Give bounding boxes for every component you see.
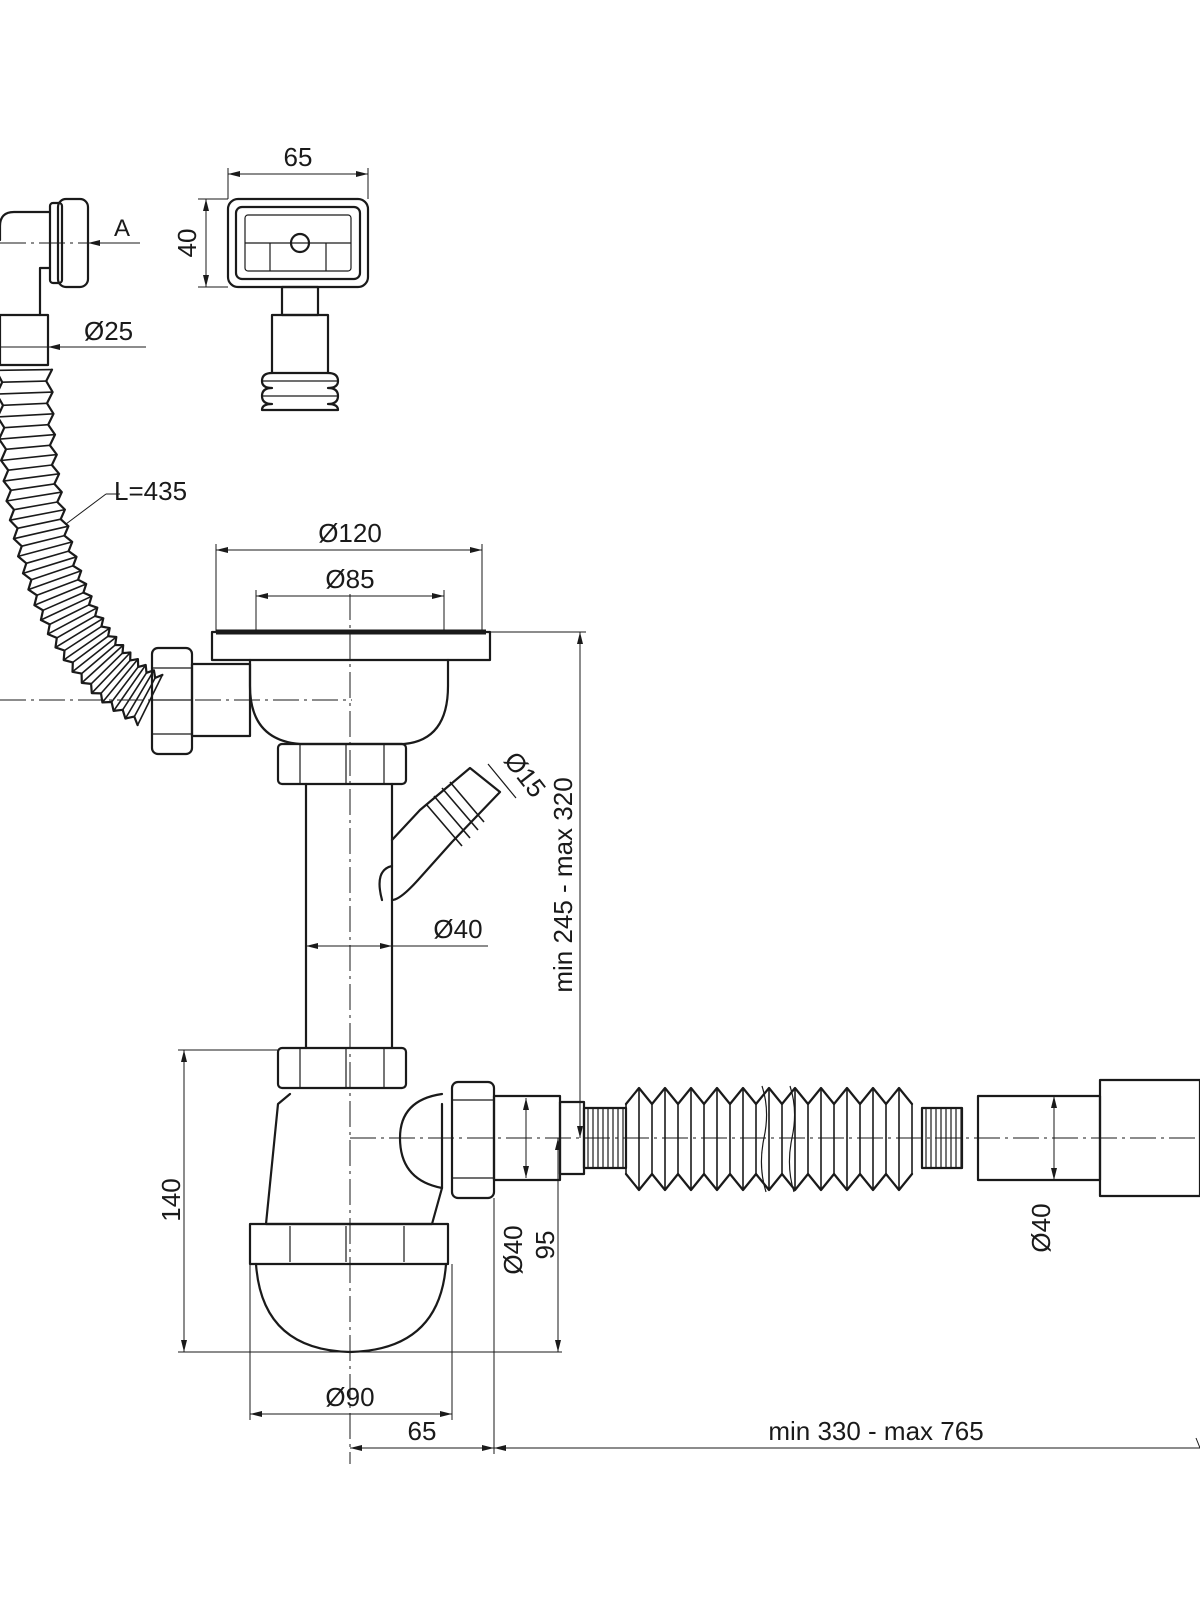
hose-rib xyxy=(8,464,52,471)
hose-rib xyxy=(2,380,47,383)
drain-edge-bottom xyxy=(624,1172,914,1192)
break-mark xyxy=(760,1085,768,1193)
drain-outlet xyxy=(450,1078,1200,1200)
bottle-trap xyxy=(248,1046,450,1354)
hose-rib xyxy=(110,666,139,703)
label-overflow-width: 65 xyxy=(284,142,313,172)
label-strainer-outer-dia: Ø120 xyxy=(318,518,382,548)
hose-edge-inner xyxy=(45,368,164,680)
corrugated-overflow-hose xyxy=(0,368,164,727)
hose-rib xyxy=(2,402,48,407)
hose-rib xyxy=(9,508,66,521)
hose-rib xyxy=(13,501,58,511)
hose-rib xyxy=(112,664,147,712)
label-hose-length: L=435 xyxy=(114,476,187,506)
label-cup-dia: Ø90 xyxy=(325,1382,374,1412)
hose-rib xyxy=(1,453,57,462)
overflow-front-view xyxy=(226,197,370,412)
hose-rib xyxy=(55,617,104,649)
hose-rib xyxy=(0,391,53,395)
drain-edge-top xyxy=(624,1086,914,1106)
hose-rib xyxy=(42,591,84,612)
hose-rib xyxy=(0,433,56,440)
label-height-range: min 245 - max 320 xyxy=(548,777,578,992)
hose-rib xyxy=(72,635,109,664)
hose-rib xyxy=(5,444,50,451)
dimension-labels: 65 40 A Ø25 L=435 Ø120 Ø85 Ø15 Ø40 min 2… xyxy=(84,142,1056,1446)
label-side-inlet-dia: Ø15 xyxy=(498,746,552,803)
hose-rib xyxy=(64,625,102,652)
hose-rib xyxy=(40,595,92,621)
hose-rib xyxy=(101,658,139,703)
label-overflow-pipe-dia: Ø25 xyxy=(84,316,133,346)
hose-rib xyxy=(22,556,77,575)
label-overflow-height: 40 xyxy=(172,229,202,258)
hose-rib xyxy=(56,615,96,639)
hose-rib xyxy=(72,636,117,673)
hose-edge-outer xyxy=(0,375,139,727)
label-pipe-dia: Ø40 xyxy=(433,914,482,944)
label-outlet-dia: Ø40 xyxy=(498,1225,528,1274)
hose-rib xyxy=(91,651,131,694)
hose-rib xyxy=(17,541,73,558)
hose-rib xyxy=(4,423,49,429)
hose-rib xyxy=(100,659,131,694)
hose-rib xyxy=(49,604,90,626)
hose-rib xyxy=(47,606,98,635)
hose-rib xyxy=(63,627,111,661)
overflow-side-view xyxy=(0,197,115,367)
center-lines xyxy=(0,594,1200,1464)
hose-rib xyxy=(90,652,124,685)
label-trap-height: 140 xyxy=(156,1178,186,1221)
hose-rib xyxy=(13,525,69,540)
hose-rib xyxy=(0,413,54,418)
overflow-nut xyxy=(150,646,252,756)
dimension-arrows xyxy=(48,171,1057,1451)
label-outlet-offset: 65 xyxy=(408,1416,437,1446)
thread-body xyxy=(920,1106,964,1170)
hose-rib xyxy=(10,483,55,492)
label-length-range: min 330 - max 765 xyxy=(768,1416,983,1446)
hose-rib xyxy=(36,578,79,597)
label-drain-pipe-dia: Ø40 xyxy=(1026,1203,1056,1252)
break-mark xyxy=(788,1085,796,1193)
hose-rib xyxy=(81,644,124,684)
hose-rib xyxy=(81,644,116,675)
hose-rib xyxy=(3,473,60,482)
hose-rib xyxy=(26,550,69,565)
label-strainer-inner-dia: Ø85 xyxy=(325,564,374,594)
label-outlet-height: 95 xyxy=(530,1231,560,1260)
hose-rib xyxy=(0,368,53,372)
sink-strainer xyxy=(210,629,492,786)
hose-rib xyxy=(21,534,65,547)
label-section-mark: A xyxy=(114,215,130,242)
dimensions xyxy=(0,168,1200,1454)
hose-rib xyxy=(17,518,61,530)
hose-rib xyxy=(34,583,87,606)
hose-rib xyxy=(6,491,62,502)
hose-rib xyxy=(122,672,148,711)
vertical-pipe xyxy=(304,763,517,1050)
hose-rib xyxy=(31,565,74,581)
hose-rib xyxy=(28,570,82,591)
hose-rib xyxy=(124,669,155,719)
